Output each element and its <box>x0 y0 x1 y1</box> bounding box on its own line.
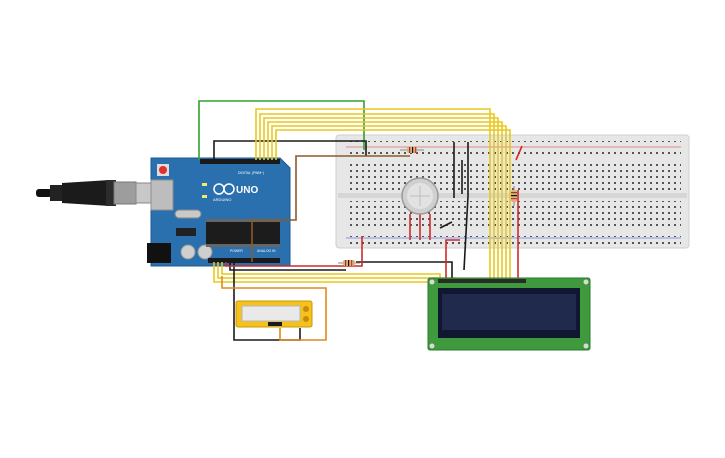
wire-yellow[interactable] <box>255 108 491 280</box>
slider-handle[interactable] <box>268 322 282 326</box>
wire-black[interactable] <box>229 262 346 271</box>
wire-yellow[interactable] <box>271 125 507 280</box>
wire-black[interactable] <box>439 221 453 229</box>
power-rail-top-a <box>346 141 681 146</box>
wire-yellow[interactable] <box>259 113 495 280</box>
arduino-brand-text: ARDUINO <box>213 197 231 202</box>
power-label: POWER <box>230 249 243 253</box>
usb-port <box>150 179 174 211</box>
capacitor <box>180 244 196 260</box>
arduino-logo: UNO ARDUINO <box>213 183 258 202</box>
resistor[interactable] <box>338 260 360 266</box>
analog-label: ANALOG IN <box>257 249 276 253</box>
wire-yellow[interactable] <box>263 117 499 280</box>
power-analog-header <box>208 258 280 263</box>
crystal <box>174 209 202 219</box>
power-jack <box>147 243 171 263</box>
lcd-screen <box>442 294 576 330</box>
wire-red[interactable] <box>515 145 523 161</box>
wire-orange[interactable] <box>221 276 327 341</box>
gas-sensor[interactable] <box>401 177 439 215</box>
digital-header <box>200 159 280 164</box>
wire-black[interactable] <box>213 140 367 160</box>
arduino-logo-text: UNO <box>236 185 258 196</box>
wire-black[interactable] <box>463 142 469 271</box>
power-rail-top-b <box>346 151 681 156</box>
led-indicator <box>202 195 207 198</box>
slide-potentiometer[interactable] <box>235 300 313 328</box>
wire-brown[interactable] <box>251 155 410 262</box>
lcd-header-pins <box>438 279 526 283</box>
digital-label: DIGITAL (PWM~) <box>238 171 264 175</box>
wire-black[interactable] <box>356 261 453 280</box>
wire-black[interactable] <box>233 262 301 341</box>
wire-red[interactable] <box>445 239 460 280</box>
wire-yellow[interactable] <box>221 262 441 280</box>
icsp-header <box>176 228 196 236</box>
power-rail-bottom-b <box>346 240 681 245</box>
wire-yellow[interactable] <box>267 121 503 280</box>
wires <box>198 100 523 341</box>
resistor[interactable] <box>511 186 517 206</box>
usb-cable[interactable] <box>36 180 155 206</box>
capacitor <box>197 244 213 260</box>
power-rail-bottom-a <box>346 232 681 237</box>
resistor[interactable] <box>400 147 424 153</box>
arduino-uno-board[interactable]: UNO ARDUINO DIGITAL (PWM~) POWER ANALOG … <box>147 157 291 267</box>
terminal-strip-top <box>346 162 681 190</box>
wire-red[interactable] <box>225 236 363 267</box>
lcd-16x2[interactable] <box>427 277 591 351</box>
reset-icon <box>159 166 167 174</box>
wire-yellow[interactable] <box>213 262 468 283</box>
atmega-chip <box>206 222 280 244</box>
wire-yellow[interactable] <box>275 129 511 280</box>
led-indicator <box>202 183 207 186</box>
